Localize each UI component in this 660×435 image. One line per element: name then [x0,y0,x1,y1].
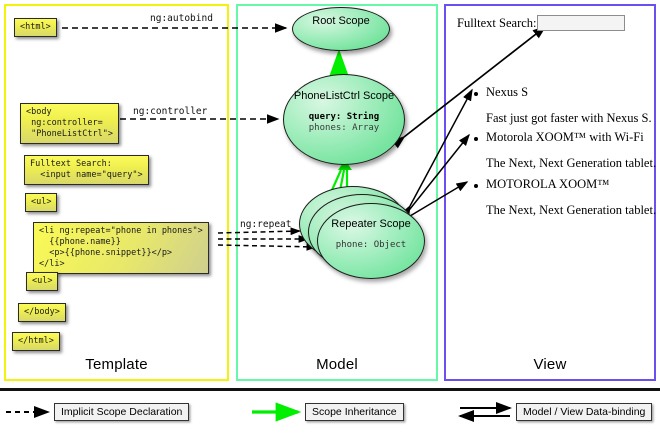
list-item-snippet-2: The Next, Next Generation tablet. [486,203,657,217]
list-item-bullet [474,137,478,141]
code-box-li-repeat[interactable]: <li ng:repeat="phone in phones"> {{phone… [33,222,209,274]
code-box-ul-close[interactable]: <ul> [26,272,59,291]
scope-phonelistctrl-title: PhoneListCtrl Scope [293,90,395,102]
edge-label-ng-repeat: ng:repeat [240,219,292,230]
code-box-html-open[interactable]: <html> [14,18,57,37]
panel-template-label: Template [85,356,148,373]
panel-view-label: View [533,356,567,373]
list-item-snippet-0: Fast just got faster with Nexus S. [486,111,652,125]
view-search-input[interactable] [537,15,625,31]
edge-label-ng-autobind: ng:autobind [150,13,213,24]
scope-phonelistctrl[interactable]: PhoneListCtrl Scope query: String phones… [283,74,405,165]
legend: Implicit Scope Declaration Scope Inherit… [0,388,660,435]
scope-phonelistctrl-properties: query: String phones: Array [284,112,404,134]
list-item-name-2: MOTOROLA XOOM™ [486,177,610,191]
code-box-search-input[interactable]: Fulltext Search: <input name="query"> [24,155,149,185]
view-search-label: Fulltext Search: [457,16,537,30]
panel-view: View [444,4,656,381]
scope-property-phones: phones: Array [308,122,380,133]
legend-label-scope-inheritance: Scope Inheritance [305,403,404,421]
scope-property-query: query: String [308,111,380,122]
list-item-bullet [474,92,478,96]
scope-repeater[interactable]: Repeater Scope phone: Object [317,203,425,279]
code-box-body-open[interactable]: <body ng:controller= "PhoneListCtrl"> [20,103,119,144]
list-item-snippet-1: The Next, Next Generation tablet. [486,156,657,170]
legend-divider [0,388,660,391]
scope-root-title: Root Scope [312,15,370,27]
legend-label-model-view-data-binding: Model / View Data-binding [516,403,653,421]
list-item-bullet [474,184,478,188]
scope-root[interactable]: Root Scope [292,7,390,51]
scope-repeater-property-phone: phone: Object [335,239,407,250]
list-item-name-0: Nexus S [486,85,529,99]
scope-repeater-title: Repeater Scope [331,218,411,230]
list-item-name-1: Motorola XOOM™ with Wi-Fi [486,130,644,144]
code-box-html-close[interactable]: </html> [12,332,60,351]
code-box-body-close[interactable]: </body> [18,303,66,322]
legend-label-implicit-scope-declaration: Implicit Scope Declaration [54,403,190,421]
edge-label-ng-controller: ng:controller [133,106,208,117]
code-box-ul-open[interactable]: <ul> [25,193,58,212]
panel-model-label: Model [316,356,358,373]
